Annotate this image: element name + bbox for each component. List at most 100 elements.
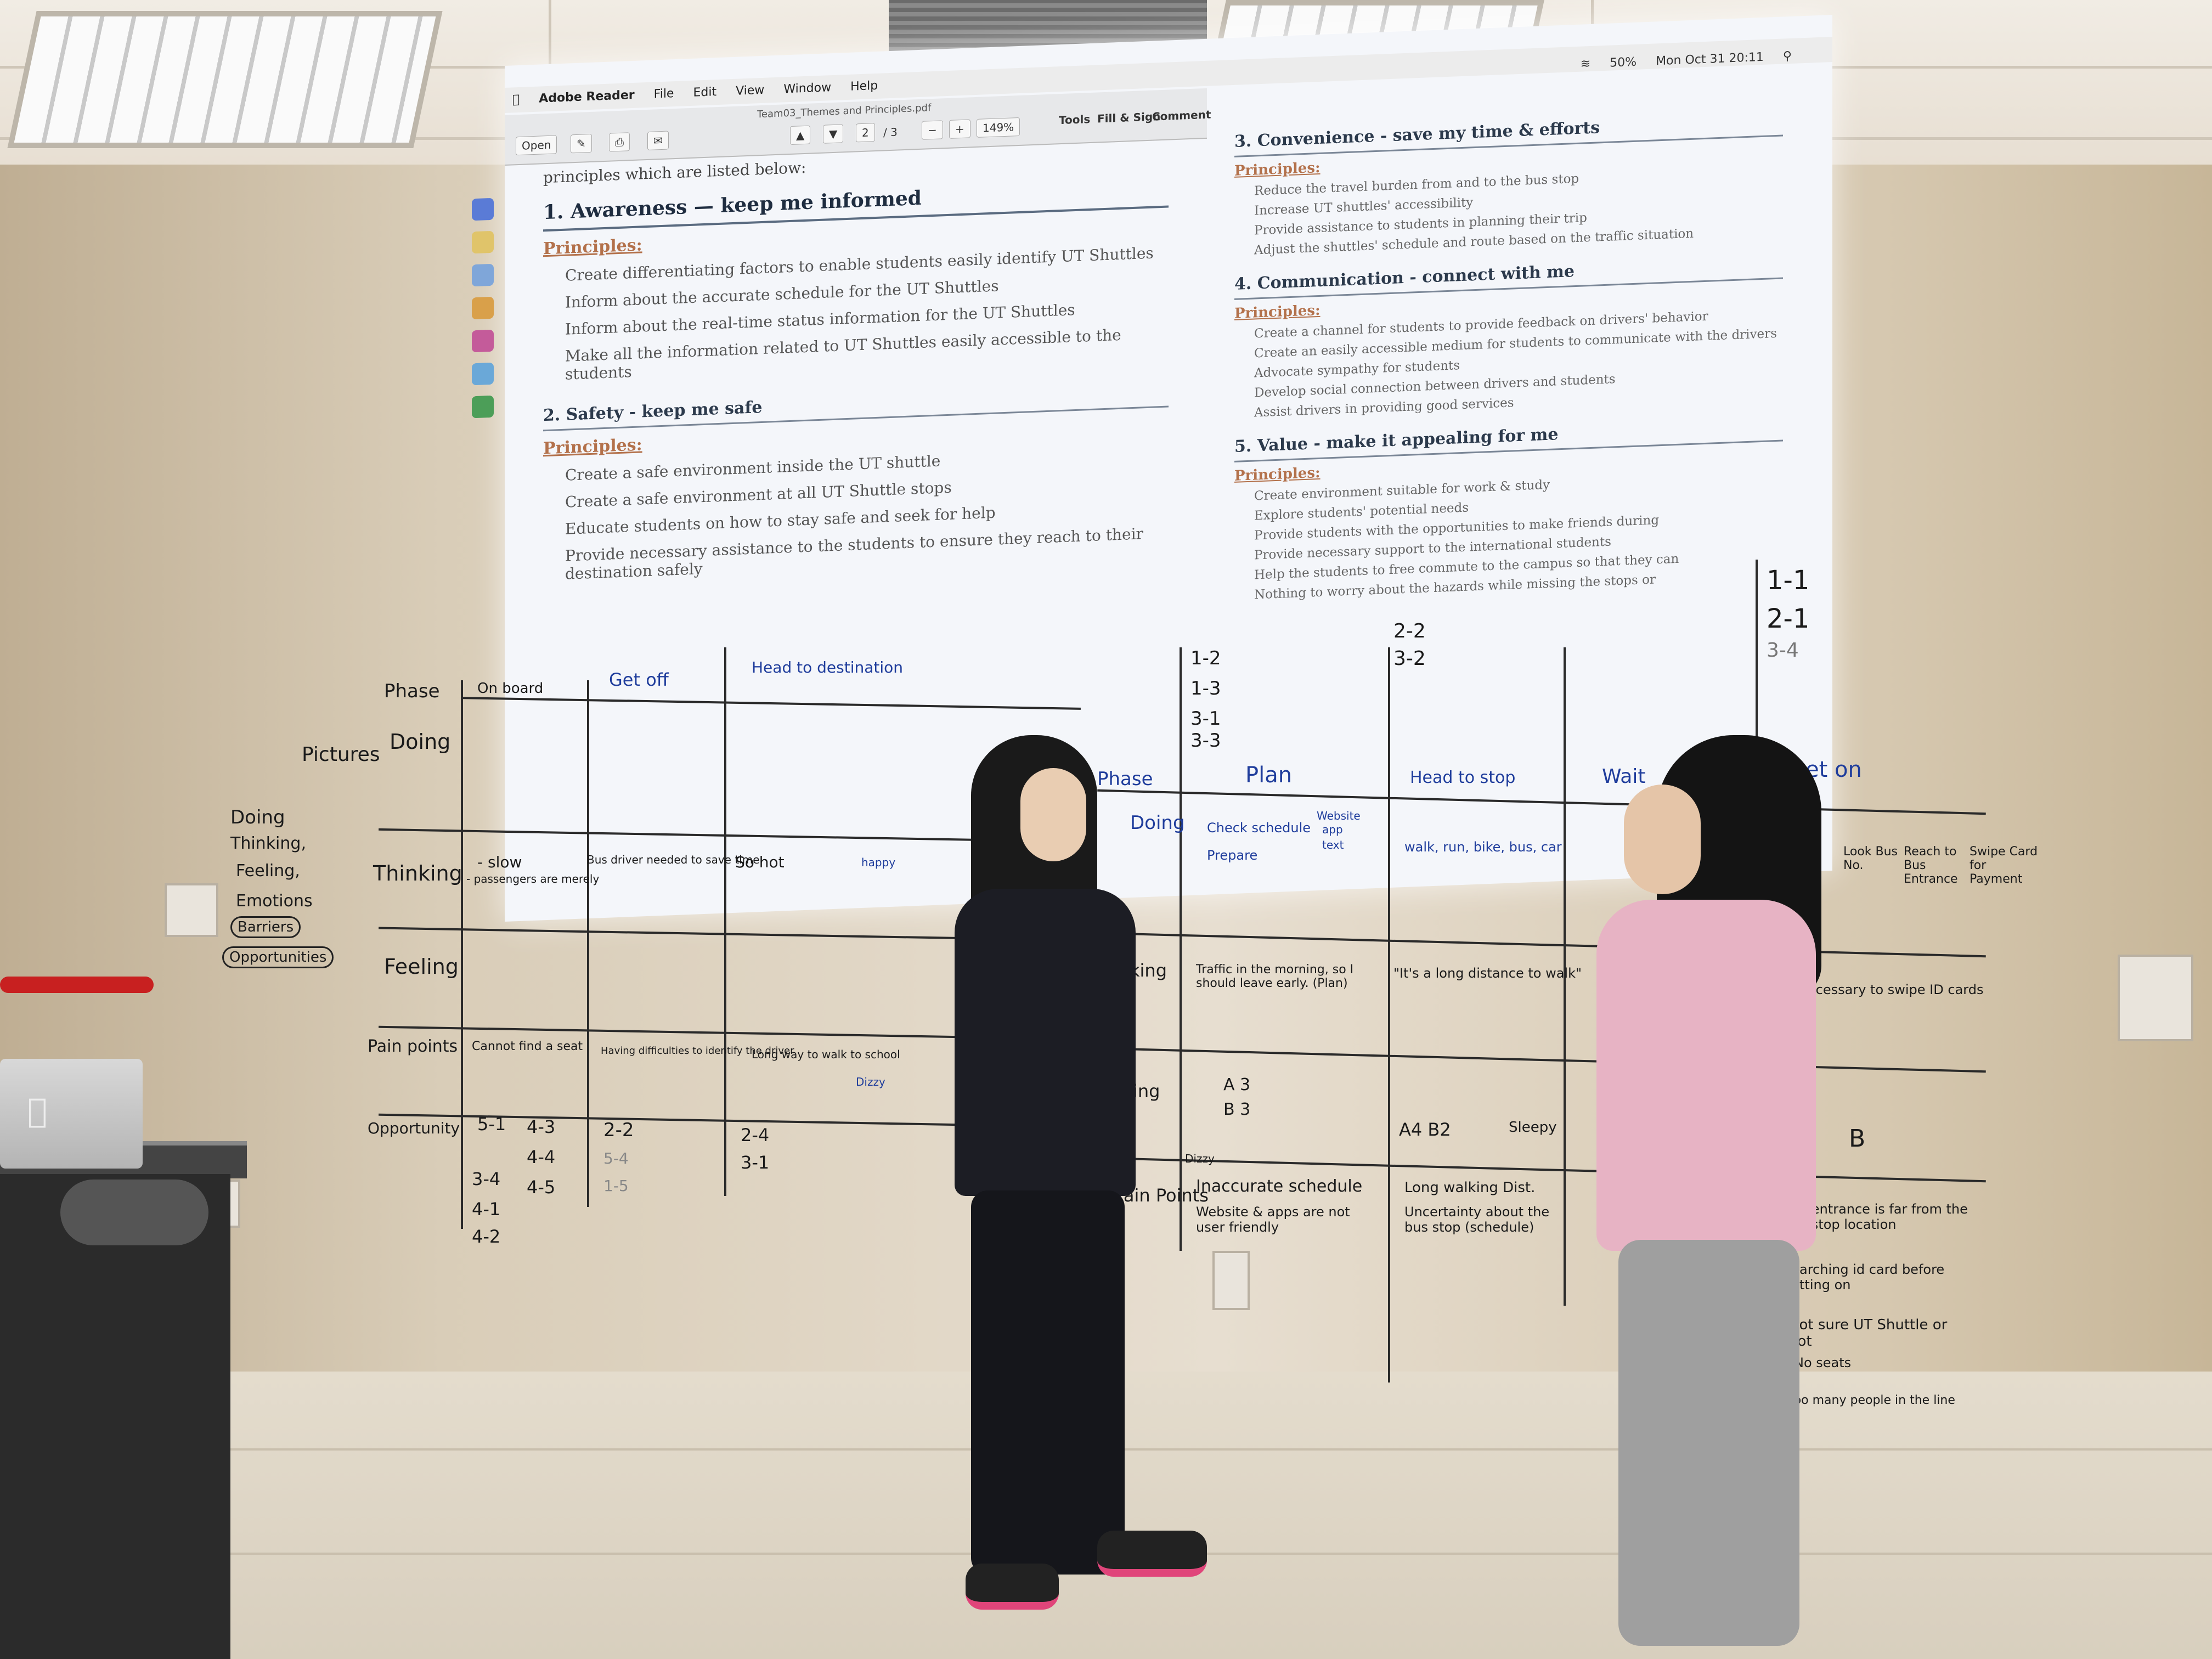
- pain-note: Cannot find a seat: [472, 1040, 583, 1053]
- doing-note: walk, run, bike, bus, car: [1404, 839, 1562, 855]
- thinking-note: - slow: [477, 853, 522, 871]
- page-number-input[interactable]: 2: [856, 123, 875, 143]
- document-title: Team03_Themes and Principles.pdf: [757, 102, 932, 121]
- feeling-note: Sleepy: [1509, 1119, 1557, 1136]
- battery-status[interactable]: 50%: [1610, 55, 1637, 70]
- grid-line: [1388, 647, 1390, 1383]
- pain-note: No seats: [1794, 1355, 1852, 1370]
- opportunity-code: 2-2: [603, 1119, 634, 1141]
- mail-icon[interactable]: ✉: [647, 131, 669, 151]
- pain-note: Uncertainty about the bus stop (schedule…: [1404, 1204, 1550, 1235]
- code-group: 3-4: [1767, 639, 1799, 662]
- feeling-note: A4 B2: [1399, 1119, 1451, 1140]
- print-icon[interactable]: ⎙: [609, 132, 630, 152]
- doing-note: Swipe Card for Payment: [1970, 845, 2038, 886]
- jacket: [955, 889, 1136, 1196]
- pain-note: Having difficulties to identify the driv…: [601, 1045, 794, 1057]
- doing-note: Website: [1317, 809, 1361, 822]
- wall-plate: [165, 883, 218, 937]
- phase-cell: Plan: [1245, 763, 1293, 788]
- chair[interactable]: [60, 1180, 208, 1245]
- side-label: Doing: [230, 806, 285, 828]
- menu-help[interactable]: Help: [843, 79, 878, 94]
- doing-note: text: [1322, 838, 1344, 851]
- phase-cell: Head to stop: [1410, 768, 1516, 787]
- pdf-page-right: 3. Convenience - save my time & efforts …: [1234, 99, 1783, 602]
- pain-note: Long walking Dist.: [1404, 1180, 1536, 1196]
- side-label: Emotions: [236, 891, 313, 911]
- safari-icon[interactable]: [472, 263, 494, 287]
- code-group: 3-2: [1393, 647, 1426, 670]
- opportunity-code: 4-5: [527, 1177, 556, 1198]
- phase-cell: Get off: [609, 669, 669, 690]
- thinking-note: "It's a long distance to walk": [1393, 966, 1582, 981]
- zoom-field[interactable]: 149%: [977, 117, 1020, 138]
- fill-sign-menu[interactable]: Fill & Sign: [1097, 110, 1161, 126]
- thinking-note: Traffic in the morning, so I should leav…: [1196, 963, 1354, 990]
- feeling-note: Dizzy: [1185, 1152, 1215, 1165]
- grid-line: [724, 647, 726, 1196]
- row-label: Feeling: [384, 955, 459, 979]
- side-label: Thinking,: [230, 834, 306, 853]
- system-status: ≋ 50% Mon Oct 31 20:11 ⚲: [1573, 43, 1799, 71]
- excel-icon[interactable]: [472, 395, 494, 419]
- menu-edit[interactable]: Edit: [686, 85, 716, 100]
- grid-line: [587, 680, 589, 1207]
- code-group: 2-2: [1393, 620, 1426, 642]
- side-label: Feeling,: [236, 861, 300, 881]
- row-label: Phase: [1097, 768, 1153, 790]
- page-total: / 3: [883, 125, 898, 139]
- phase-cell: On board: [477, 680, 544, 697]
- menu-view[interactable]: View: [728, 83, 764, 99]
- code-group: 3-1: [1190, 708, 1221, 730]
- search-icon[interactable]: ⚲: [1782, 49, 1792, 64]
- doing-note: app: [1322, 823, 1343, 836]
- grid-line: [461, 680, 463, 1229]
- laptop[interactable]: : [0, 1059, 143, 1169]
- apple-icon[interactable]: : [505, 87, 527, 107]
- wifi-icon[interactable]: ≋: [1580, 57, 1591, 71]
- feeling-note: B 3: [1223, 1100, 1251, 1119]
- word-icon[interactable]: [472, 362, 494, 386]
- chrome-icon[interactable]: [472, 296, 494, 320]
- pants: [1618, 1240, 1799, 1646]
- comment-menu[interactable]: Comment: [1152, 108, 1211, 123]
- opportunity-code: 3-1: [741, 1152, 770, 1173]
- create-icon[interactable]: ✎: [571, 133, 592, 154]
- doing-note: Check schedule: [1207, 820, 1311, 836]
- row-label: Pain points: [368, 1037, 458, 1056]
- ceiling-light-left: [7, 11, 443, 148]
- zoom-out-icon[interactable]: −: [922, 120, 943, 140]
- app-name[interactable]: Adobe Reader: [532, 88, 634, 106]
- opportunity-code: 3-4: [472, 1169, 501, 1189]
- phase-cell: Head to destination: [752, 658, 904, 676]
- opportunity-code: 4-3: [527, 1116, 556, 1137]
- sweater: [1596, 900, 1816, 1251]
- thinking-note: So hot: [735, 853, 785, 871]
- finder-icon[interactable]: [472, 198, 494, 221]
- tools-menu[interactable]: Tools: [1059, 112, 1091, 127]
- side-label: Opportunities: [222, 946, 334, 968]
- row-label: Doing: [390, 730, 451, 754]
- clock[interactable]: Mon Oct 31 20:11: [1656, 50, 1764, 69]
- side-label: Barriers: [230, 916, 301, 938]
- light-switch[interactable]: [2118, 955, 2193, 1041]
- zoom-in-icon[interactable]: +: [949, 119, 970, 139]
- power-outlet: [1212, 1251, 1250, 1310]
- pain-note: Website & apps are not user friendly: [1196, 1204, 1350, 1235]
- right-shoe: [1097, 1531, 1207, 1577]
- open-button[interactable]: Open: [516, 135, 557, 156]
- code-group: 1-2: [1190, 647, 1221, 669]
- doing-note: Look Bus No.: [1843, 845, 1898, 872]
- page-up-icon[interactable]: ▲: [790, 125, 811, 145]
- pain-note: Long way to walk to school: [752, 1048, 900, 1061]
- menu-window[interactable]: Window: [776, 81, 831, 97]
- left-shoe: [966, 1564, 1059, 1610]
- itunes-icon[interactable]: [472, 329, 494, 353]
- opportunity-code: 5-1: [477, 1114, 506, 1135]
- page-down-icon[interactable]: ▼: [823, 124, 844, 144]
- notes-icon[interactable]: [472, 230, 494, 254]
- phase-cell: Wait: [1602, 765, 1646, 788]
- menu-file[interactable]: File: [646, 87, 674, 102]
- thinking-note: - passengers are merely: [466, 872, 600, 885]
